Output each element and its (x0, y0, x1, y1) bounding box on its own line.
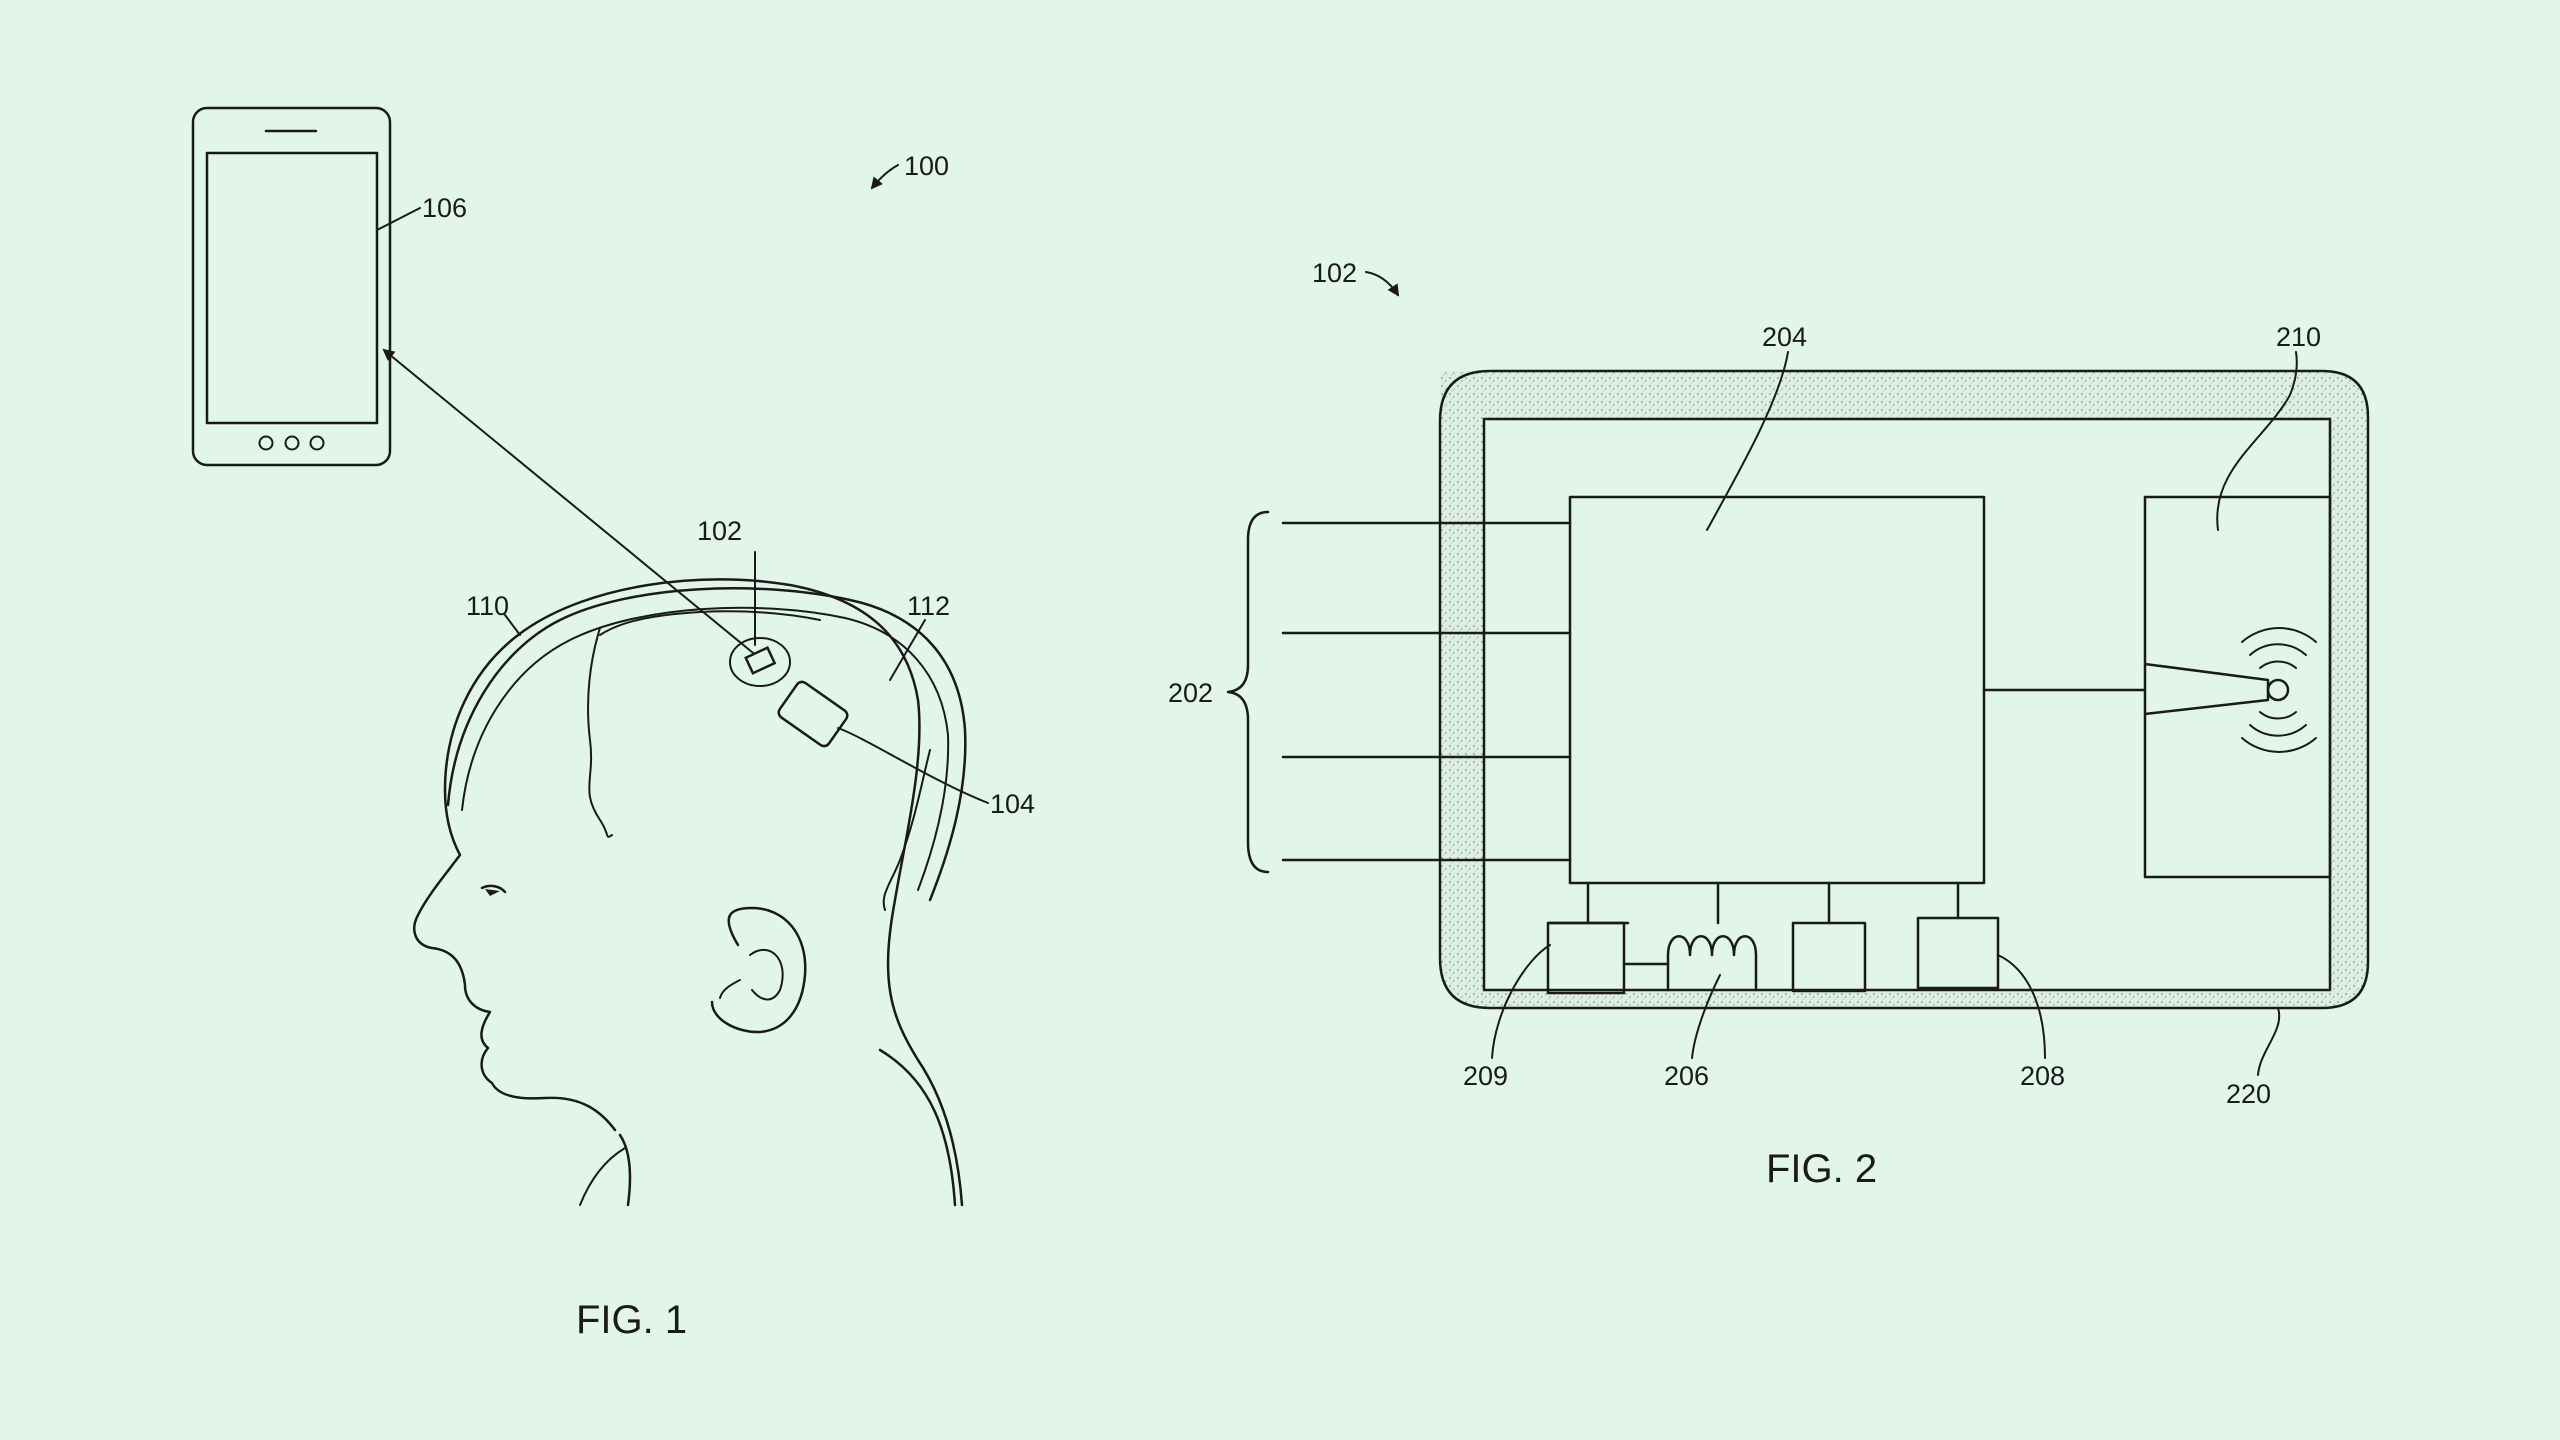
leader-110 (504, 614, 521, 636)
electrode-leads-202 (1281, 521, 1572, 862)
antenna-feed (2143, 662, 2270, 716)
module-104 (777, 680, 849, 748)
fig1-caption: FIG. 1 (576, 1298, 687, 1342)
implant-102 (744, 646, 777, 675)
brain-fold (882, 749, 931, 911)
eye-pupil (485, 889, 500, 896)
leader-208 (1997, 954, 2046, 1059)
processor-204 (1568, 495, 1986, 885)
bottom-components (1546, 881, 2000, 995)
component-unlabeled (1791, 921, 1867, 993)
fig1-drawing: 106 100 110 (191, 106, 1035, 1342)
leader-210 (2216, 351, 2298, 531)
label-220: 220 (2226, 1079, 2271, 1109)
brain-fold (599, 610, 821, 636)
head-outline (413, 578, 964, 1207)
phone-button-icon (284, 435, 300, 451)
label-202: 202 (1168, 678, 1213, 708)
fig2-caption: FIG. 2 (1766, 1147, 1877, 1191)
phone-screen (205, 151, 379, 425)
wireless-link-arrow (382, 348, 759, 658)
head-profile (413, 578, 964, 1207)
label-110: 110 (466, 591, 509, 621)
brain-fold (587, 627, 613, 838)
label-210: 210 (2276, 322, 2321, 352)
fig2-label-102: 102 (1312, 258, 1357, 288)
smartphone (191, 106, 392, 467)
fig2-drawing: 102 204 210 (1168, 258, 2370, 1191)
label-112: 112 (907, 591, 950, 621)
label-102: 102 (697, 516, 742, 546)
skull-inner (461, 606, 950, 891)
phone-button-icon (309, 435, 325, 451)
label-206: 206 (1664, 1061, 1709, 1091)
antenna-block-210 (2143, 495, 2332, 879)
label-104: 104 (990, 789, 1035, 819)
ear (710, 906, 807, 1034)
neck-back (878, 1048, 957, 1207)
skull-outer (446, 587, 967, 902)
leader-209 (1491, 944, 1551, 1059)
component-209 (1546, 921, 1626, 995)
component-208 (1916, 916, 2000, 990)
label-204: 204 (1762, 322, 1807, 352)
coil-206 (1666, 935, 1758, 992)
phone-body (191, 106, 392, 467)
electrode-brace (1226, 510, 1270, 874)
coating-outline (1438, 369, 2370, 1010)
wireless-signal-icon (2241, 627, 2317, 753)
label-100: 100 (904, 151, 949, 181)
leader-204 (1706, 351, 1789, 531)
leader-206 (1691, 974, 1721, 1059)
label-106: 106 (422, 193, 467, 223)
label-208: 208 (2020, 1061, 2065, 1091)
leader-112 (889, 619, 926, 681)
coating-220 (1440, 371, 2368, 1008)
eye (480, 884, 507, 894)
fig2-leader-102 (1365, 271, 1400, 297)
neck-line (579, 1147, 626, 1206)
ear-inner (719, 979, 741, 999)
leader-104 (837, 727, 989, 804)
leader-100 (870, 164, 899, 190)
housing (1482, 417, 2332, 992)
neck-line (618, 1133, 632, 1207)
leader-106 (376, 207, 421, 231)
phone-button-icon (258, 435, 274, 451)
label-209: 209 (1463, 1061, 1508, 1091)
leader-220 (2257, 1007, 2281, 1076)
implant-site (729, 637, 791, 687)
ear-inner (749, 949, 784, 1001)
